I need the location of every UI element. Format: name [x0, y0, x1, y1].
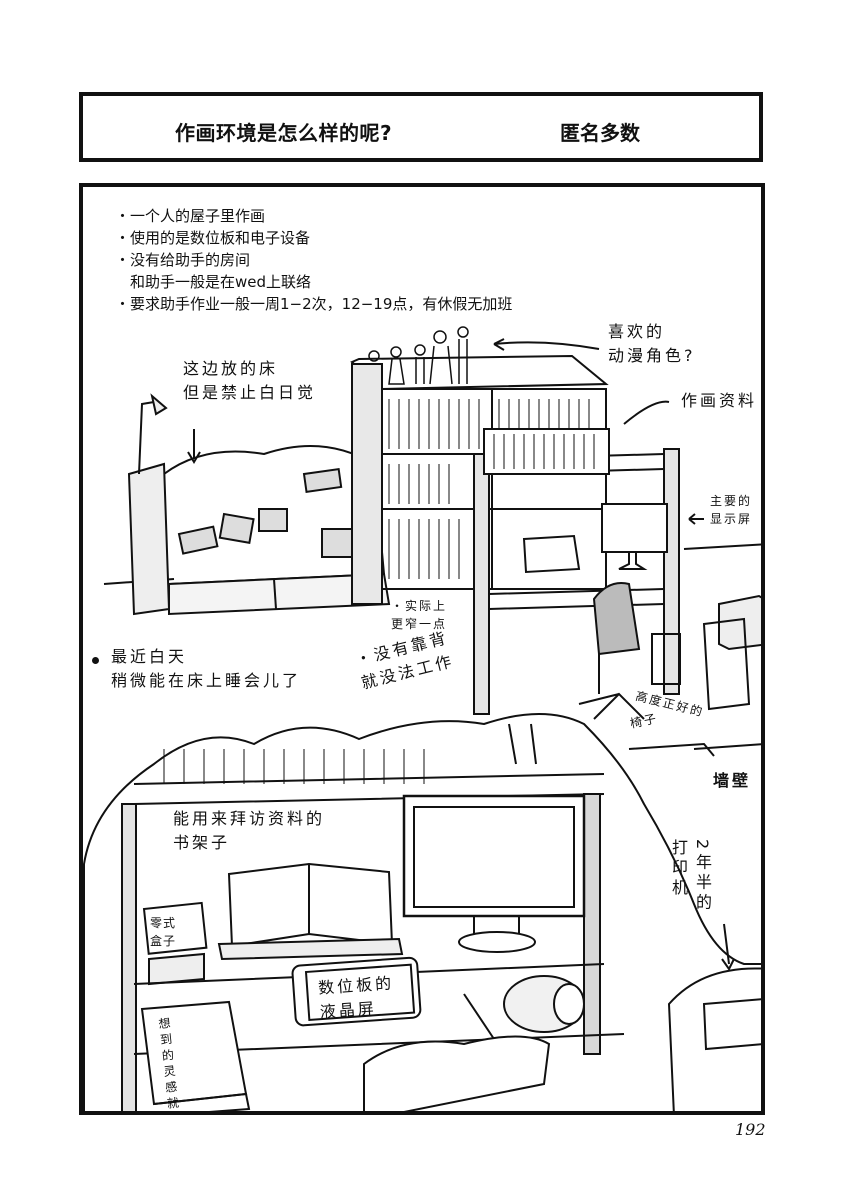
printer-label-col1: 打印机: [669, 839, 688, 899]
monitor-label: 主要的 显示屏: [710, 494, 753, 526]
narrower-label: ・实际上 更窄一点: [391, 599, 448, 631]
note-item: ・要求助手作业一般一周1−2次，12−19点，有休假无加班: [115, 295, 513, 313]
wall-label: 墙壁: [713, 771, 752, 790]
note-item: ・没有给助手的房间: [115, 251, 251, 269]
desk-closeup: [83, 713, 761, 1111]
bookshelf-label: 能用来拜访资料的 书架子: [173, 809, 326, 852]
anime-figures: [368, 326, 469, 385]
nap-label: 最近白天 稍微能在床上睡会儿了: [111, 647, 302, 690]
bed-illustration: [127, 393, 391, 616]
floor-line-right: [683, 543, 761, 550]
box-label: 零式 盒子: [150, 916, 177, 948]
main-panel: ・一个人的屋子里作画 ・使用的是数位板和电子设备 ・没有给助手的房间 和助手一般…: [79, 183, 765, 1115]
desk-unit: [473, 400, 761, 757]
room-illustration: [83, 326, 761, 1111]
note-item: ・使用的是数位板和电子设备: [115, 229, 311, 247]
note-item: ・一个人的屋子里作画: [115, 207, 266, 225]
bed-label: 这边放的床 但是禁止白日觉: [183, 359, 317, 402]
answer-author: 匿名多数: [560, 121, 640, 145]
tablet-label: 数位板的 液晶屏: [317, 973, 395, 1022]
printer-label-col2: 2年半的: [693, 839, 712, 914]
page-number: 192: [735, 1120, 766, 1139]
question-title: 作画环境是怎么样的呢?: [175, 121, 393, 145]
notes-list: ・一个人的屋子里作画 ・使用的是数位板和电子设备 ・没有给助手的房间 和助手一般…: [115, 205, 512, 315]
title-box: [79, 92, 763, 162]
bullet-dot: [92, 657, 99, 664]
reference-label: 作画资料: [681, 391, 758, 410]
note-item: 和助手一般是在wed上联络: [115, 273, 312, 291]
figures-label: 喜欢的 动漫角色?: [608, 322, 696, 365]
tall-bookshelf: [350, 326, 609, 605]
printer-small: [702, 594, 761, 711]
